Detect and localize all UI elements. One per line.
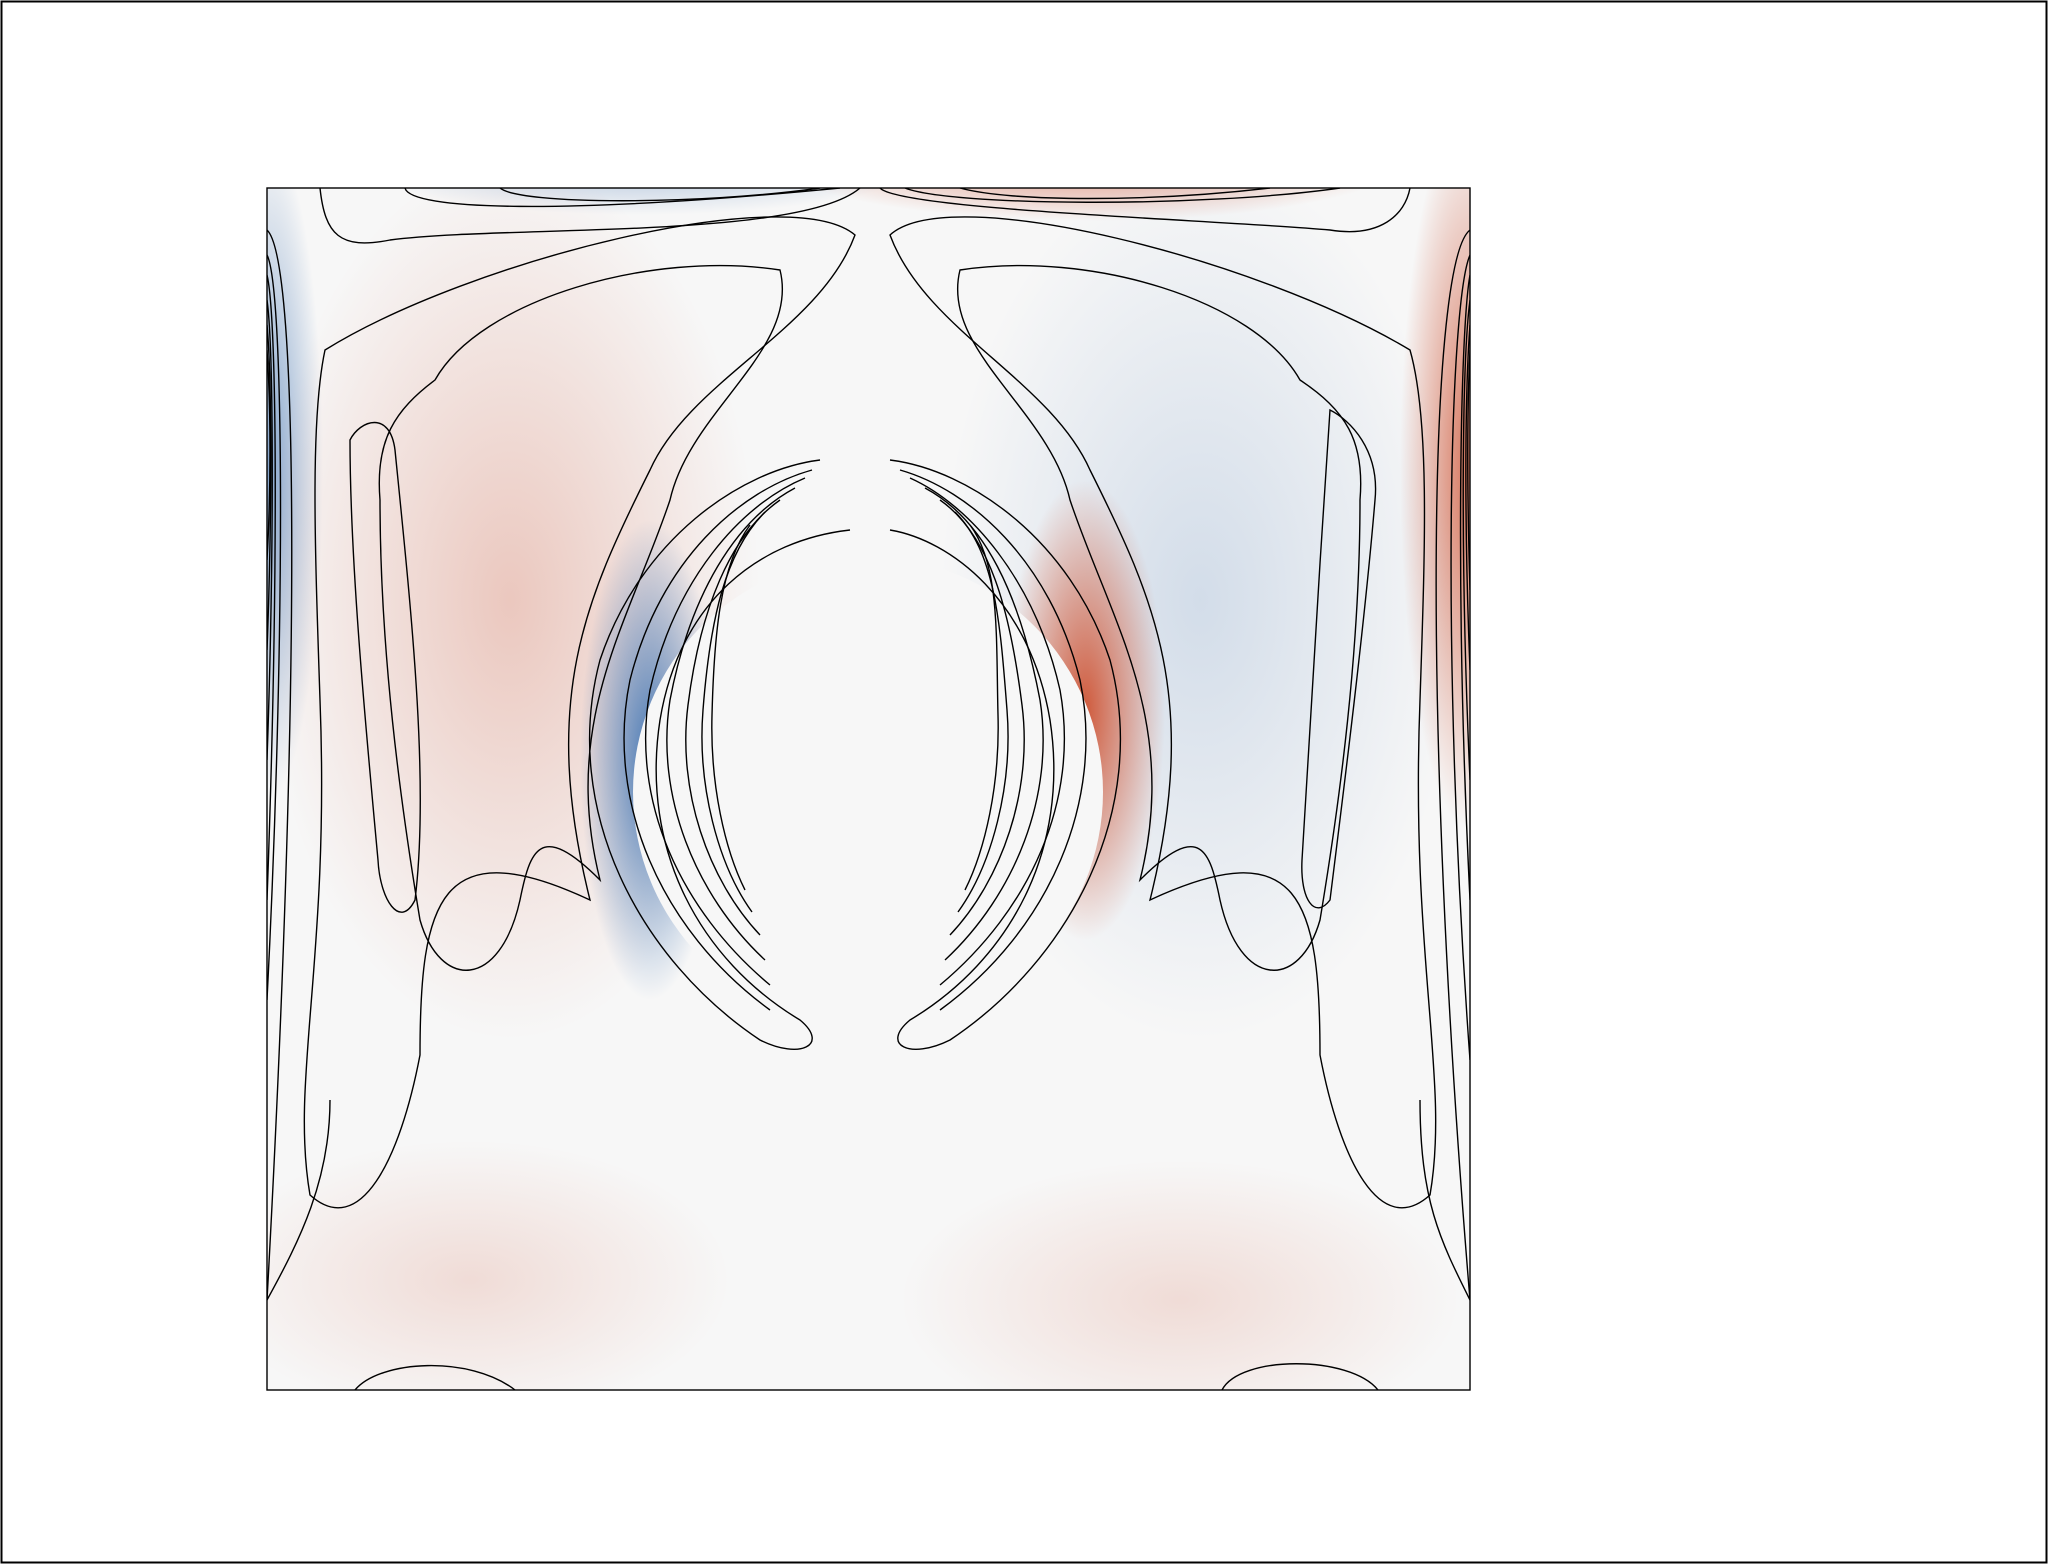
contour-line bbox=[1462, 299, 1470, 781]
contour-line bbox=[909, 477, 1066, 986]
contour-line bbox=[924, 487, 1044, 961]
contour-line bbox=[959, 188, 1271, 200]
contour-line bbox=[267, 299, 273, 761]
contour-line bbox=[1435, 229, 1470, 1301]
contour-line bbox=[1467, 349, 1470, 591]
contour-line bbox=[349, 421, 421, 913]
contour-line bbox=[267, 229, 293, 1301]
contour-line bbox=[378, 264, 783, 971]
contour-lines bbox=[267, 188, 1470, 1390]
contour-line bbox=[701, 511, 766, 913]
contour-line bbox=[267, 349, 271, 561]
contour-line bbox=[904, 188, 1341, 203]
contour-line bbox=[899, 469, 1087, 1011]
contour-line bbox=[957, 264, 1362, 971]
contour-line bbox=[267, 1099, 331, 1301]
contour-line bbox=[889, 216, 1437, 1209]
bottom-right-cell bbox=[900, 1160, 1460, 1390]
contour-line bbox=[303, 216, 856, 1209]
contour-line bbox=[267, 254, 282, 1001]
contour-line bbox=[588, 459, 851, 1050]
contour-line bbox=[666, 487, 796, 961]
contour-line bbox=[889, 459, 1122, 1050]
contour-line bbox=[1221, 1363, 1379, 1390]
contour-line bbox=[354, 1364, 516, 1390]
contour-line bbox=[711, 524, 751, 891]
contour-line bbox=[319, 188, 861, 244]
contour-line bbox=[1301, 408, 1377, 909]
contour-line bbox=[939, 499, 1025, 936]
contour-line bbox=[499, 188, 821, 202]
contour-line bbox=[623, 469, 813, 1011]
contour-line bbox=[644, 477, 806, 986]
contour-line bbox=[1419, 1099, 1470, 1301]
contour-line bbox=[954, 511, 1009, 913]
bottom-left-cell bbox=[267, 1140, 730, 1390]
contour-line bbox=[879, 188, 1411, 233]
contour-line bbox=[1465, 324, 1470, 671]
contour-line bbox=[964, 524, 999, 891]
plot-frame bbox=[266, 187, 1471, 1391]
contour-line bbox=[1450, 254, 1470, 1061]
contour-line bbox=[267, 274, 276, 901]
contour-line bbox=[1459, 274, 1470, 901]
